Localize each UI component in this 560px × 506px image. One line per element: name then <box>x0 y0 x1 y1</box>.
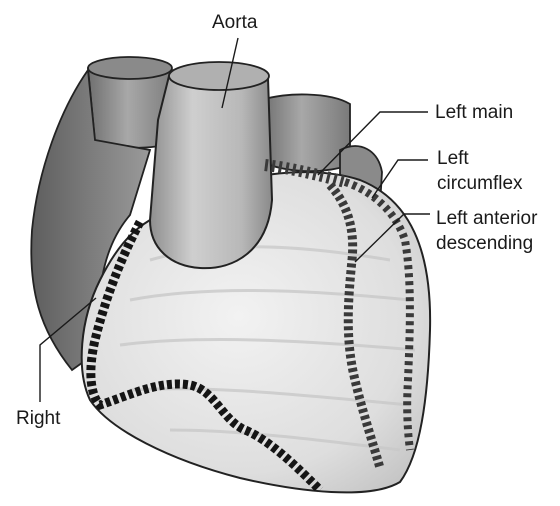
aorta-vessel <box>150 62 272 268</box>
label-left-circumflex-line2: circumflex <box>437 173 523 194</box>
label-lad-line2: descending <box>436 233 533 254</box>
label-aorta: Aorta <box>212 12 258 33</box>
label-left-main: Left main <box>435 102 513 123</box>
label-left-circumflex-line1: Left <box>437 148 469 169</box>
label-right: Right <box>16 408 61 429</box>
label-lad-line1: Left anterior <box>436 208 538 229</box>
